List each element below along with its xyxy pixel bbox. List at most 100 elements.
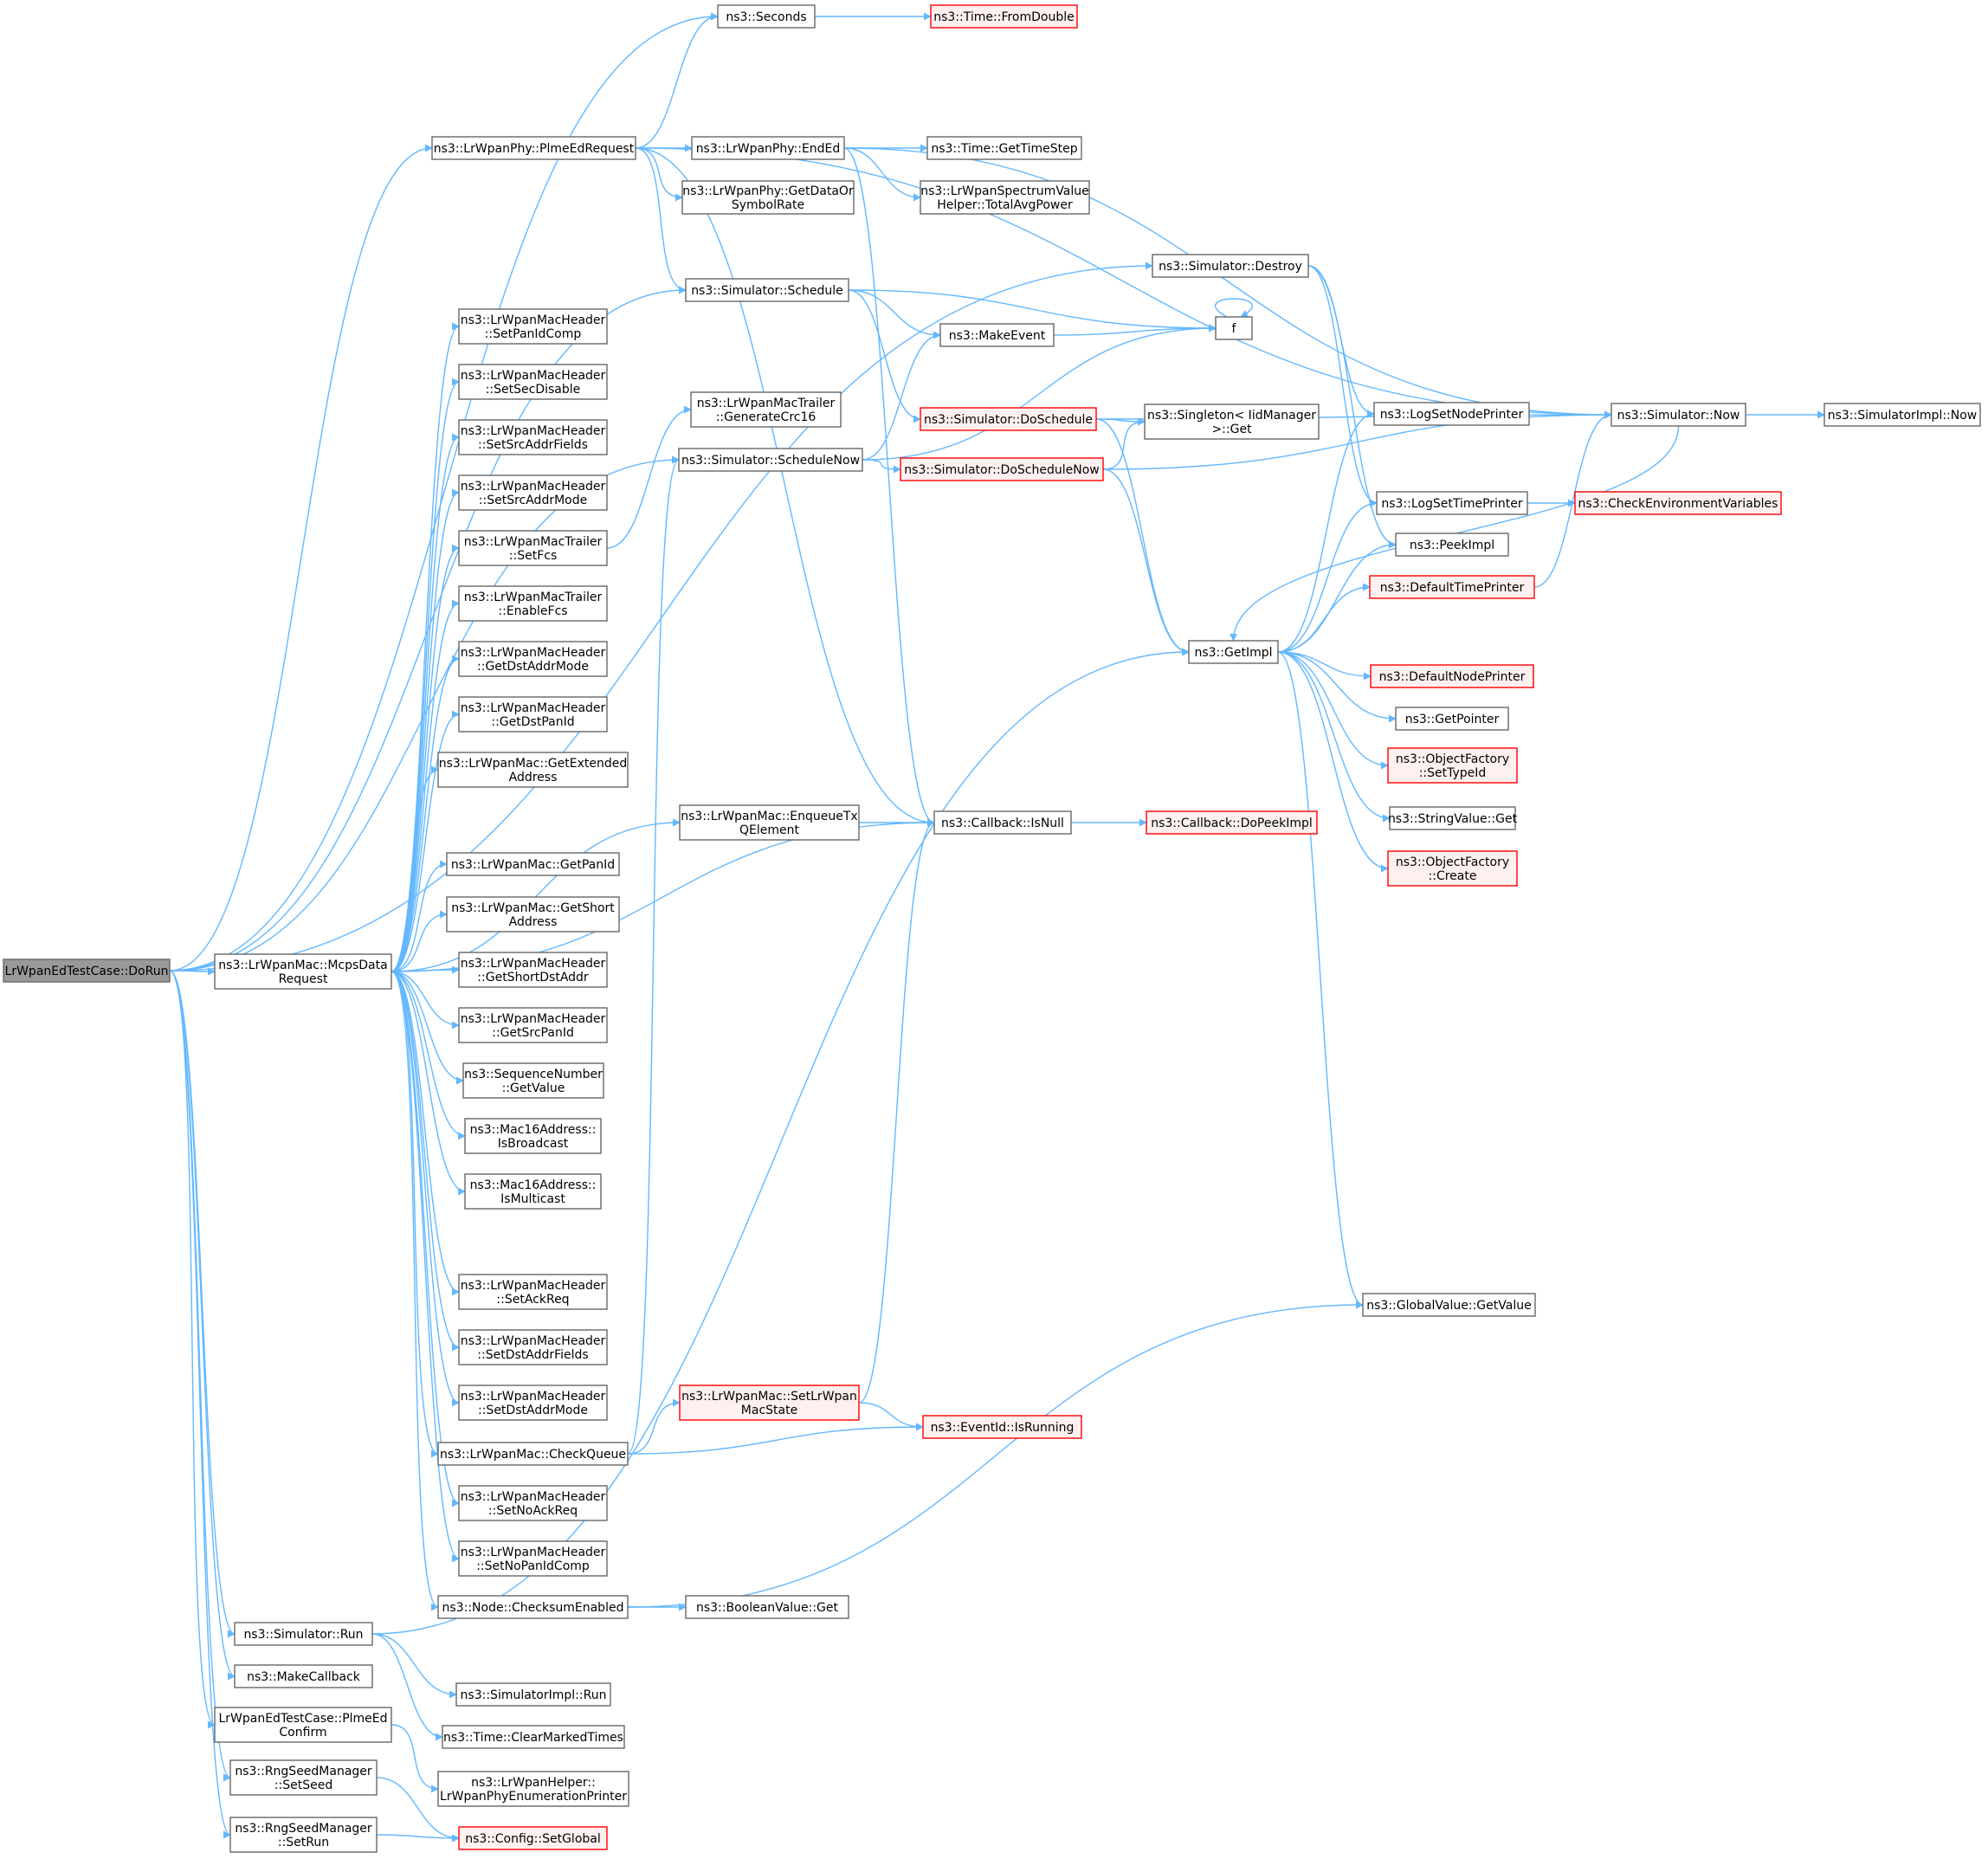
node-getimpl[interactable]: ns3::GetImpl bbox=[1188, 640, 1279, 664]
edge-mcps-to-setackreq bbox=[390, 971, 460, 1296]
node-label: ns3::ObjectFactory bbox=[1396, 752, 1509, 766]
node-box bbox=[690, 391, 842, 428]
node-setglobal[interactable]: ns3::Config::SetGlobal bbox=[458, 1826, 608, 1850]
node-checkenv[interactable]: ns3::CheckEnvironmentVariables bbox=[1574, 491, 1782, 515]
node-dopeekimpl[interactable]: ns3::Callback::DoPeekImpl bbox=[1146, 810, 1318, 835]
node-enumprinter[interactable]: ns3::LrWpanHelper::LrWpanPhyEnumerationP… bbox=[437, 1771, 629, 1807]
node-setsrcaddrfields[interactable]: ns3::LrWpanMacHeader::SetSrcAddrFields bbox=[458, 419, 608, 455]
node-seconds[interactable]: ns3::Seconds bbox=[717, 4, 816, 29]
node-label: ns3::LrWpanMacHeader bbox=[461, 1334, 606, 1348]
node-enablefcs[interactable]: ns3::LrWpanMacTrailer::EnableFcs bbox=[458, 585, 608, 622]
node-box bbox=[678, 448, 863, 472]
node-logsetnode[interactable]: ns3::LogSetNodePrinter bbox=[1373, 402, 1530, 426]
node-box bbox=[437, 1442, 629, 1466]
node-checksum[interactable]: ns3::Node::ChecksumEnabled bbox=[437, 1595, 629, 1619]
node-simrun[interactable]: ns3::Simulator::Run bbox=[234, 1622, 373, 1646]
node-getsrcpanid[interactable]: ns3::LrWpanMacHeader::GetSrcPanId bbox=[458, 1007, 608, 1043]
node-singleton[interactable]: ns3::Singleton< IidManager>::Get bbox=[1144, 403, 1320, 440]
edge-getimpl-to-getpointer bbox=[1277, 651, 1397, 723]
node-setdstaddrmode[interactable]: ns3::LrWpanMacHeader::SetDstAddrMode bbox=[458, 1385, 608, 1421]
node-f[interactable]: f bbox=[1215, 316, 1253, 340]
node-label: Address bbox=[509, 771, 558, 784]
node-setnoackreq[interactable]: ns3::LrWpanMacHeader::SetNoAckReq bbox=[458, 1485, 608, 1521]
edge-checksum-to-globalget bbox=[627, 1301, 1364, 1608]
node-checkqueue[interactable]: ns3::LrWpanMac::CheckQueue bbox=[437, 1442, 629, 1466]
node-setackreq[interactable]: ns3::LrWpanMacHeader::SetAckReq bbox=[458, 1274, 608, 1310]
node-logsettime[interactable]: ns3::LogSetTimePrinter bbox=[1376, 491, 1528, 515]
node-peekimpl[interactable]: ns3::PeekImpl bbox=[1395, 533, 1509, 557]
node-ismulticast[interactable]: ns3::Mac16Address::IsMulticast bbox=[464, 1173, 602, 1210]
node-now[interactable]: ns3::Simulator::Now bbox=[1610, 403, 1746, 427]
node-defnodeprinter[interactable]: ns3::DefaultNodePrinter bbox=[1370, 664, 1534, 688]
node-schedule[interactable]: ns3::Simulator::Schedule bbox=[685, 278, 849, 302]
node-implnow[interactable]: ns3::SimulatorImpl::Now bbox=[1823, 403, 1981, 427]
node-makecallback[interactable]: ns3::MakeCallback bbox=[234, 1664, 373, 1688]
node-totalavg[interactable]: ns3::LrWpanSpectrumValueHelper::TotalAvg… bbox=[920, 180, 1090, 215]
node-box bbox=[458, 1385, 608, 1421]
node-destroy[interactable]: ns3::Simulator::Destroy bbox=[1152, 254, 1309, 278]
node-gettimestep[interactable]: ns3::Time::GetTimeStep bbox=[926, 136, 1082, 160]
node-label: ns3::LrWpanMac::EnqueueTx bbox=[681, 810, 857, 823]
edge-plmeedreq-to-getdataor bbox=[635, 147, 683, 202]
node-setsrcaddrmode[interactable]: ns3::LrWpanMacHeader::SetSrcAddrMode bbox=[458, 474, 608, 511]
node-getpointer[interactable]: ns3::GetPointer bbox=[1395, 707, 1509, 731]
node-stringget[interactable]: ns3::StringValue::Get bbox=[1388, 806, 1518, 830]
node-label: ::SetAckReq bbox=[496, 1293, 569, 1307]
node-getdstaddrmode[interactable]: ns3::LrWpanMacHeader::GetDstAddrMode bbox=[458, 641, 608, 677]
node-label: ::SetSecDisable bbox=[486, 383, 581, 397]
edge-mcps-to-setdstaddrmode bbox=[390, 971, 460, 1407]
node-doschedule[interactable]: ns3::Simulator::DoSchedule bbox=[920, 407, 1097, 431]
node-label: ::GetDstPanId bbox=[491, 715, 574, 729]
node-globalget[interactable]: ns3::GlobalValue::GetValue bbox=[1362, 1293, 1536, 1317]
node-seqgetvalue[interactable]: ns3::SequenceNumber::GetValue bbox=[462, 1062, 604, 1099]
node-getpanid[interactable]: ns3::LrWpanMac::GetPanId bbox=[446, 852, 620, 876]
node-box bbox=[1188, 640, 1279, 664]
node-label: ns3::LrWpanMacHeader bbox=[461, 646, 606, 660]
edge-ended-to-totalavg bbox=[843, 147, 921, 202]
node-implrun[interactable]: ns3::SimulatorImpl::Run bbox=[455, 1682, 611, 1707]
node-isnull[interactable]: ns3::Callback::IsNull bbox=[933, 810, 1072, 835]
node-box bbox=[1387, 850, 1518, 887]
node-settypeid[interactable]: ns3::ObjectFactory::SetTypeId bbox=[1387, 747, 1518, 784]
node-label: ns3::LrWpanMacTrailer bbox=[697, 397, 836, 410]
node-ended[interactable]: ns3::LrWpanPhy::EndEd bbox=[691, 136, 845, 160]
node-create[interactable]: ns3::ObjectFactory::Create bbox=[1387, 850, 1518, 887]
node-gencrc[interactable]: ns3::LrWpanMacTrailer::GenerateCrc16 bbox=[690, 391, 842, 428]
node-boolget[interactable]: ns3::BooleanValue::Get bbox=[685, 1595, 849, 1619]
node-root[interactable]: LrWpanEdTestCase::DoRun bbox=[3, 959, 171, 983]
node-label: LrWpanPhyEnumerationPrinter bbox=[440, 1790, 627, 1804]
edge-checkqueue-to-isrunning bbox=[627, 1423, 924, 1455]
node-doschedulenow[interactable]: ns3::Simulator::DoScheduleNow bbox=[900, 457, 1104, 481]
node-deftimeprinter[interactable]: ns3::DefaultTimePrinter bbox=[1369, 575, 1535, 599]
node-schedulenow[interactable]: ns3::Simulator::ScheduleNow bbox=[678, 448, 863, 472]
node-makeevent[interactable]: ns3::MakeEvent bbox=[939, 323, 1055, 347]
node-setrun[interactable]: ns3::RngSeedManager::SetRun bbox=[229, 1817, 378, 1853]
node-box bbox=[681, 180, 855, 215]
node-fromdouble[interactable]: ns3::Time::FromDouble bbox=[930, 4, 1078, 29]
node-plmeedreq[interactable]: ns3::LrWpanPhy::PlmeEdRequest bbox=[431, 136, 636, 160]
edge-destroy-to-logsettime bbox=[1307, 265, 1378, 507]
node-label: f bbox=[1232, 322, 1237, 336]
node-setfcs[interactable]: ns3::LrWpanMacTrailer::SetFcs bbox=[458, 530, 608, 566]
node-setsecdisable[interactable]: ns3::LrWpanMacHeader::SetSecDisable bbox=[458, 364, 608, 400]
node-label: ns3::LrWpanMacHeader bbox=[461, 480, 606, 494]
node-getshortdst[interactable]: ns3::LrWpanMacHeader::GetShortDstAddr bbox=[458, 952, 608, 988]
edge-mcps-to-setdstaddrfields bbox=[390, 971, 460, 1352]
edge-doschedule-to-getimpl bbox=[1095, 418, 1190, 656]
node-setpanidcomp[interactable]: ns3::LrWpanMacHeader::SetPanIdComp bbox=[458, 308, 608, 345]
node-getdstpanid[interactable]: ns3::LrWpanMacHeader::GetDstPanId bbox=[458, 696, 608, 733]
edge-simrun-to-implrun bbox=[371, 1633, 457, 1699]
node-setnopanidcomp[interactable]: ns3::LrWpanMacHeader::SetNoPanIdComp bbox=[458, 1540, 608, 1577]
node-setseed[interactable]: ns3::RngSeedManager::SetSeed bbox=[229, 1759, 378, 1796]
node-setdstaddrfields[interactable]: ns3::LrWpanMacHeader::SetDstAddrFields bbox=[458, 1329, 608, 1365]
node-clearmarked[interactable]: ns3::Time::ClearMarkedTimes bbox=[442, 1725, 625, 1749]
node-isrunning[interactable]: ns3::EventId::IsRunning bbox=[922, 1415, 1082, 1439]
node-isbroadcast[interactable]: ns3::Mac16Address::IsBroadcast bbox=[464, 1118, 602, 1154]
